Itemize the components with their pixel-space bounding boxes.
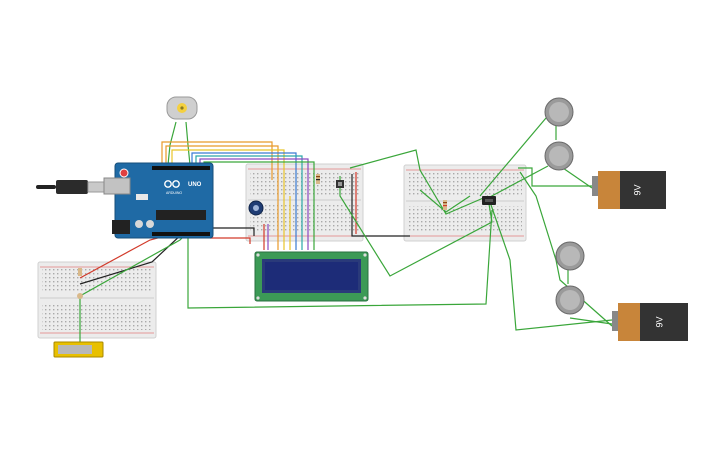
- arduino-uno-icon[interactable]: UNO ARDUINO: [103, 162, 214, 239]
- breadboard-left[interactable]: [37, 261, 157, 339]
- vibration-motor-icon[interactable]: [544, 97, 585, 315]
- 9v-battery-icon[interactable]: 9V: [612, 303, 688, 341]
- breadboard-right[interactable]: [403, 164, 527, 242]
- lcd-display-icon[interactable]: [254, 251, 369, 302]
- arduino-brand: UNO: [188, 182, 202, 188]
- dc-motor-icon[interactable]: [166, 96, 198, 120]
- slide-potentiometer-icon[interactable]: [53, 293, 104, 358]
- transistor-icon[interactable]: [482, 196, 496, 205]
- arduino-sub: ARDUINO: [166, 191, 182, 195]
- usb-cable-icon[interactable]: [36, 180, 107, 194]
- breadboard-center[interactable]: [245, 163, 364, 242]
- wires: [79, 117, 613, 344]
- arduino-logo-icon: [164, 180, 180, 188]
- resistor-icon: [78, 174, 447, 276]
- battery-label-1: 9V: [632, 184, 642, 195]
- potentiometer-icon[interactable]: [248, 200, 264, 216]
- pushbutton-icon[interactable]: [336, 180, 344, 188]
- 9v-battery-icon[interactable]: 9V: [592, 171, 666, 209]
- battery-label-2: 9V: [654, 316, 664, 327]
